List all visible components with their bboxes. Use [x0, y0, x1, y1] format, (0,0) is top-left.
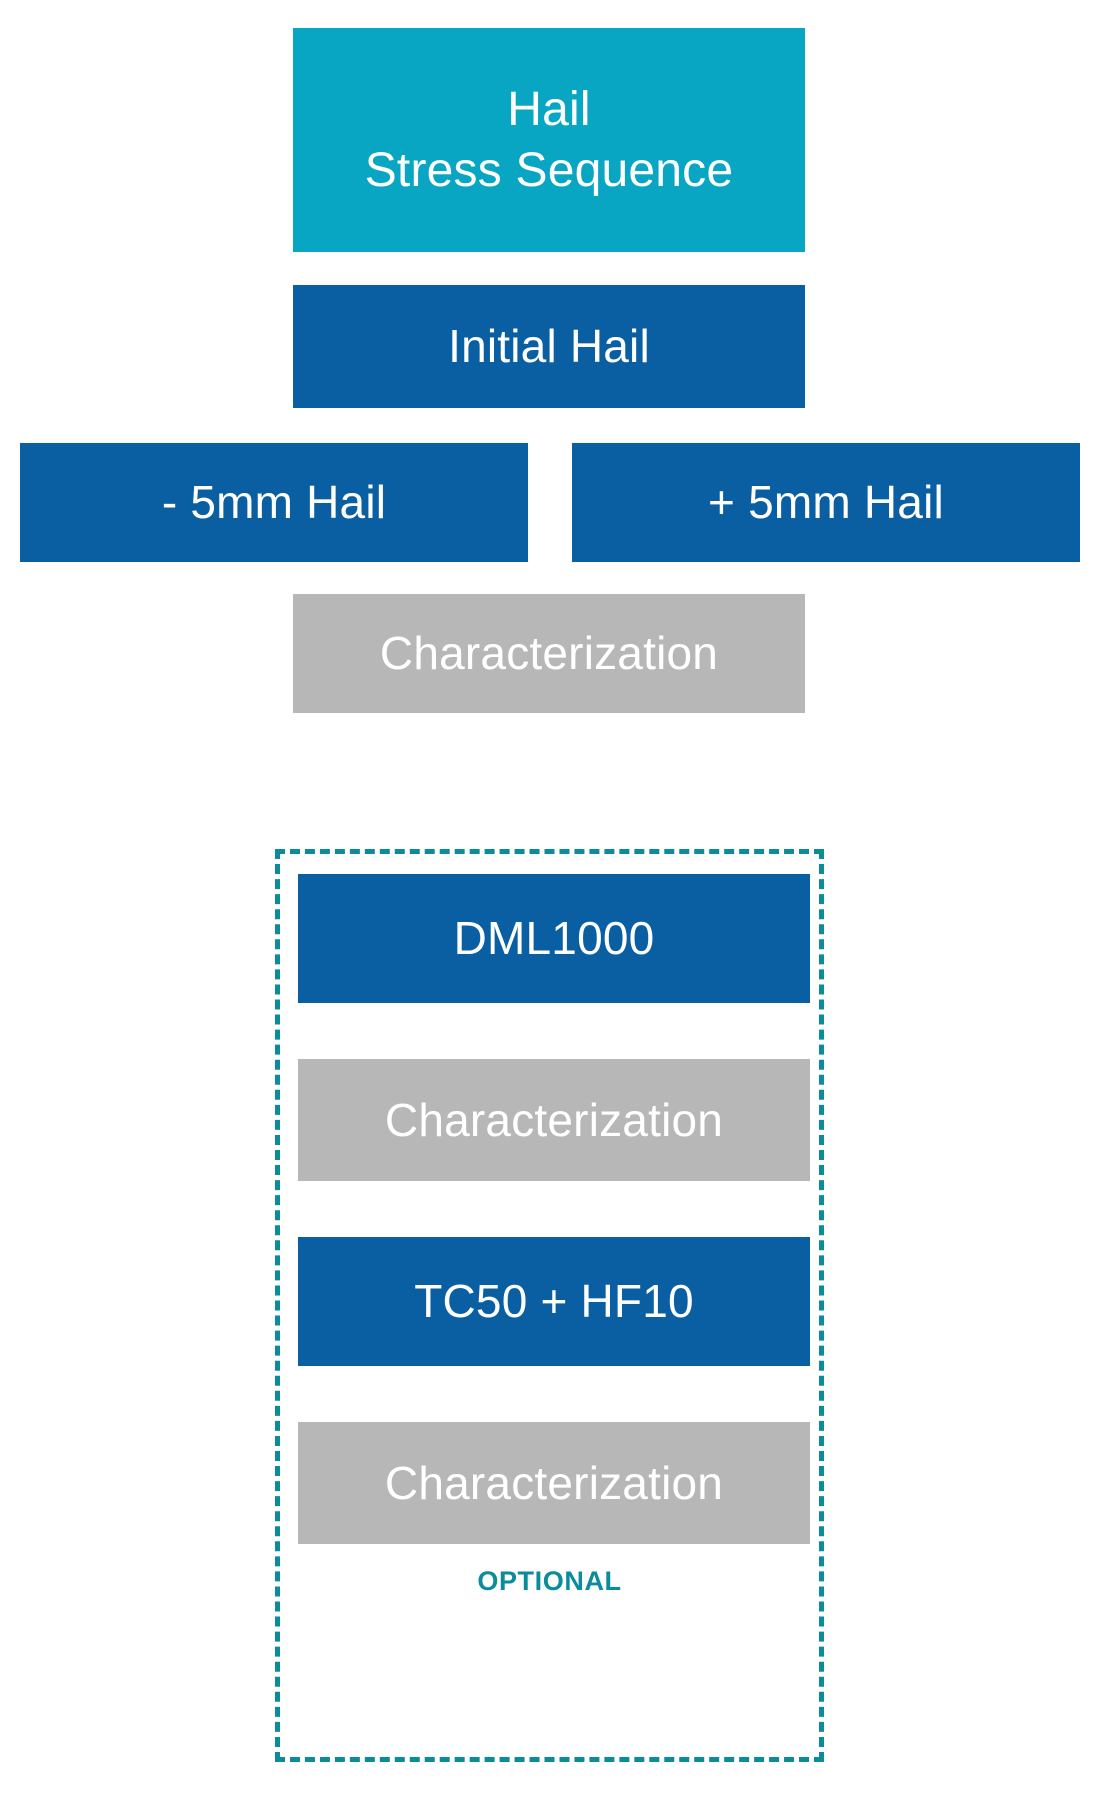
node-minus-5mm-hail: - 5mm Hail	[20, 443, 528, 562]
node-characterization-middle: Characterization	[298, 1059, 810, 1181]
optional-badge-label: OPTIONAL	[477, 1566, 622, 1596]
header-line-2: Stress Sequence	[364, 144, 734, 197]
node-initial-hail: Initial Hail	[293, 285, 805, 408]
header-node-hail-stress-sequence: Hail Stress Sequence	[293, 28, 805, 252]
node-plus-5mm-hail: + 5mm Hail	[572, 443, 1080, 562]
node-tc50-hf10: TC50 + HF10	[298, 1237, 810, 1366]
node-dml1000: DML1000	[298, 874, 810, 1003]
node-characterization-top: Characterization	[293, 594, 805, 713]
node-characterization-bottom: Characterization	[298, 1422, 810, 1544]
optional-dashed-group: DML1000 Characterization TC50 + HF10 Cha…	[275, 849, 824, 1762]
header-line-1: Hail	[507, 82, 591, 136]
